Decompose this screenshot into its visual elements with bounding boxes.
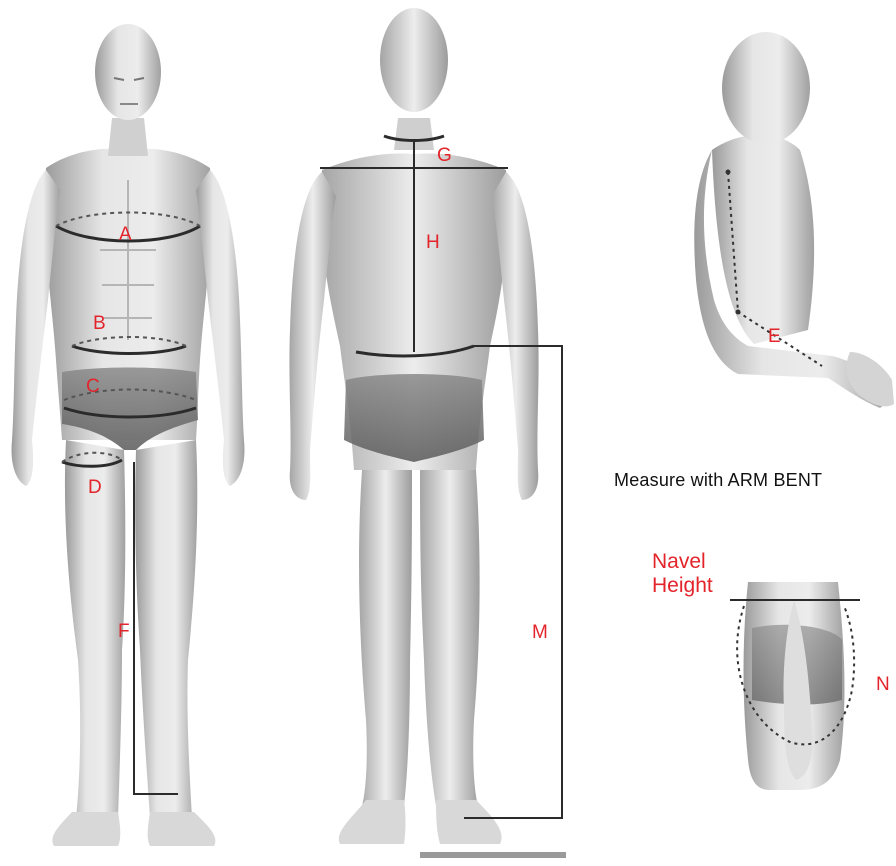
navel-label-line2: Height [652,574,713,598]
label-d: D [88,477,102,498]
arm-bent-caption: Measure with ARM BENT [614,470,822,491]
label-n: N [876,674,890,695]
label-m: M [532,622,548,643]
label-b: B [93,313,106,334]
navel-figure [730,582,860,790]
label-f: F [118,621,130,642]
front-figure [12,24,245,846]
label-e: E [768,326,781,347]
arm-figure [694,32,894,408]
label-g: G [437,145,452,166]
label-h: H [426,232,440,253]
navel-label-line1: Navel [652,550,713,574]
navel-height-label: Navel Height [652,550,713,598]
label-c: C [86,376,100,397]
label-a: A [119,224,132,245]
back-figure [289,8,566,858]
